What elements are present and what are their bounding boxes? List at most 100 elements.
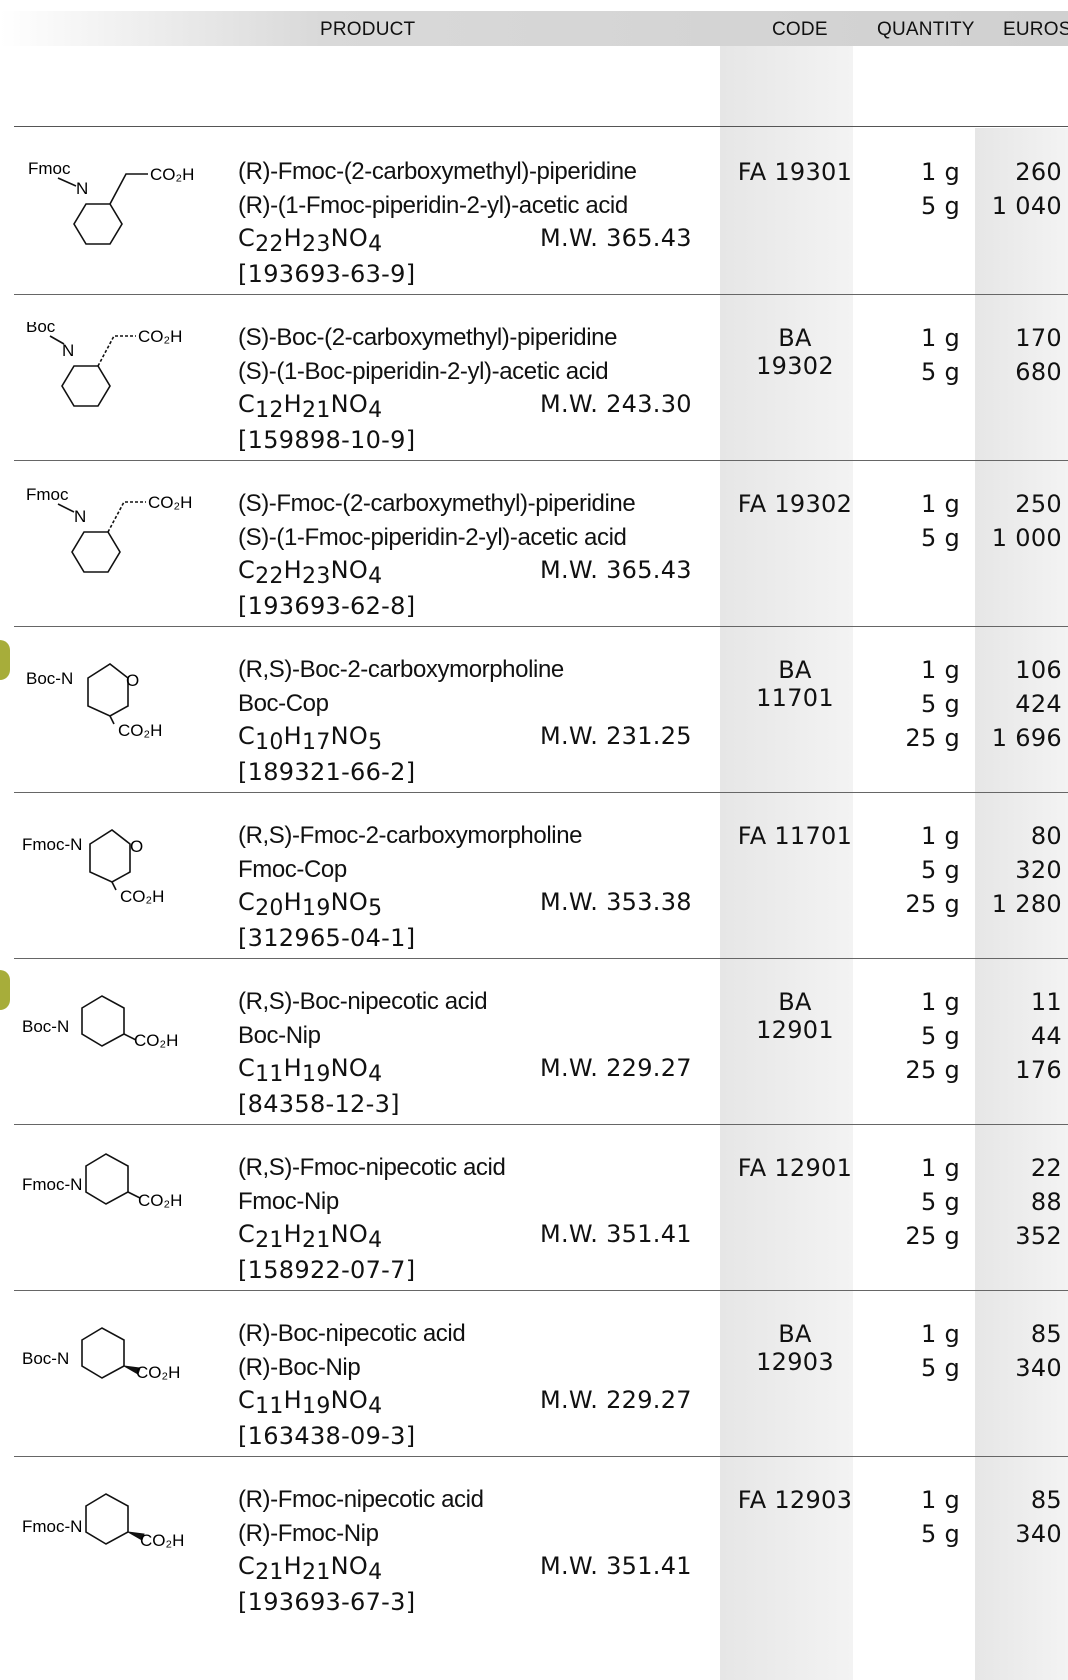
chemical-structure: Fmoc-N CO₂H: [22, 1153, 182, 1210]
product-code: FA 12901: [737, 1154, 853, 1182]
product-code: BA 12903: [756, 1320, 834, 1376]
molecular-weight: M.W. 243.30: [540, 390, 692, 418]
product-row: Fmoc-N CO₂H (R,S)-Fmoc-nipecotic acid Fm…: [14, 1124, 1068, 1291]
chemical-structure: Boc N CO₂H: [26, 322, 182, 407]
product-alt-name: Fmoc-Nip: [238, 1188, 339, 1215]
svg-text:CO₂H: CO₂H: [120, 887, 164, 906]
quantity-column: [853, 128, 975, 1680]
molecular-formula: C22H23NO4: [238, 556, 383, 589]
svg-text:Fmoc: Fmoc: [26, 488, 69, 504]
price: 176: [1015, 1056, 1062, 1084]
product-code: BA 12901: [756, 988, 834, 1044]
quantity: 5 g: [920, 1188, 960, 1216]
svg-text:O: O: [126, 671, 139, 690]
quantity: 1 g: [920, 490, 960, 518]
molecular-formula: C22H23NO4: [238, 224, 383, 257]
molecular-formula: C11H19NO4: [238, 1054, 383, 1087]
price: 11: [1030, 988, 1062, 1016]
price: 44: [1030, 1022, 1062, 1050]
table-header: PRODUCT CODE QUANTITY EUROS: [0, 11, 1068, 46]
svg-text:CO₂H: CO₂H: [118, 721, 162, 740]
molecular-formula: C21H21NO4: [238, 1552, 383, 1585]
quantity: 5 g: [920, 1022, 960, 1050]
header-quantity: QUANTITY: [877, 19, 975, 40]
product-row: Boc-N CO₂H (R)-Boc-nipecotic acid (R)-Bo…: [14, 1290, 1068, 1457]
quantity: 5 g: [920, 1354, 960, 1382]
molecular-weight: M.W. 353.38: [540, 888, 692, 916]
svg-text:N: N: [62, 341, 74, 360]
molecular-weight: M.W. 229.27: [540, 1386, 692, 1414]
molecular-weight: M.W. 351.41: [540, 1552, 692, 1580]
product-alt-name: (S)-(1-Fmoc-piperidin-2-yl)-acetic acid: [238, 524, 627, 551]
quantity: 1 g: [920, 988, 960, 1016]
svg-text:Boc-N: Boc-N: [22, 1017, 69, 1036]
chemical-structure: Fmoc N CO₂H: [28, 159, 194, 245]
price: 260: [1015, 158, 1062, 186]
svg-text:Boc-N: Boc-N: [22, 1349, 69, 1368]
quantity: 1 g: [920, 822, 960, 850]
quantity: 1 g: [920, 1486, 960, 1514]
chemical-structure: Boc-N CO₂H: [22, 1327, 180, 1382]
price: 680: [1015, 358, 1062, 386]
quantity: 1 g: [920, 1154, 960, 1182]
product-name: (S)-Fmoc-(2-carboxymethyl)-piperidine: [238, 490, 636, 517]
price: 424: [1015, 690, 1062, 718]
cas-number: [193693-63-9]: [238, 260, 416, 288]
cas-number: [193693-67-3]: [238, 1588, 416, 1616]
price: 80: [1030, 822, 1062, 850]
molecular-weight: M.W. 365.43: [540, 556, 692, 584]
product-alt-name: Boc-Nip: [238, 1022, 321, 1049]
product-alt-name: (R)-(1-Fmoc-piperidin-2-yl)-acetic acid: [238, 192, 628, 219]
product-name: (R,S)-Boc-2-carboxymorpholine: [238, 656, 564, 683]
product-alt-name: Fmoc-Cop: [238, 856, 347, 883]
quantity: 25 g: [905, 890, 960, 918]
quantity: 25 g: [905, 1222, 960, 1250]
product-name: (R)-Fmoc-(2-carboxymethyl)-piperidine: [238, 158, 637, 185]
molecular-weight: M.W. 365.43: [540, 224, 692, 252]
product-name: (R)-Boc-nipecotic acid: [238, 1320, 466, 1347]
cas-number: [159898-10-9]: [238, 426, 416, 454]
header-product: PRODUCT: [320, 19, 416, 40]
cas-number: [193693-62-8]: [238, 592, 416, 620]
section-side-tab: [0, 640, 10, 680]
product-row: Boc-N CO₂H (R,S)-Boc-nipecotic acid Boc-…: [0, 958, 1068, 1125]
chemical-structure: Boc-N CO₂H: [22, 995, 178, 1050]
cas-number: [189321-66-2]: [238, 758, 416, 786]
price: 22: [1030, 1154, 1062, 1182]
price: 88: [1030, 1188, 1062, 1216]
price: 170: [1015, 324, 1062, 352]
product-name: (S)-Boc-(2-carboxymethyl)-piperidine: [238, 324, 618, 351]
quantity: 1 g: [920, 1320, 960, 1348]
product-name: (R)-Fmoc-nipecotic acid: [238, 1486, 484, 1513]
product-row: Fmoc-N CO₂H (R)-Fmoc-nipecotic acid (R)-…: [14, 1456, 1068, 1622]
svg-text:Fmoc-N: Fmoc-N: [22, 1175, 82, 1194]
product-name: (R,S)-Fmoc-nipecotic acid: [238, 1154, 506, 1181]
product-alt-name: (R)-Boc-Nip: [238, 1354, 361, 1381]
svg-text:Fmoc-N: Fmoc-N: [22, 835, 82, 854]
quantity: 5 g: [920, 192, 960, 220]
quantity: 25 g: [905, 724, 960, 752]
molecular-weight: M.W. 231.25: [540, 722, 692, 750]
product-row: Boc N CO₂H (S)-Boc-(2-carboxymethyl)-pip…: [14, 294, 1068, 461]
svg-text:CO₂H: CO₂H: [138, 327, 182, 346]
svg-text:N: N: [74, 507, 86, 526]
product-row: Fmoc-N O CO₂H (R,S)-Fmoc-2-carboxymorpho…: [14, 792, 1068, 959]
chemical-structure: Fmoc-N O CO₂H: [22, 829, 164, 906]
molecular-formula: C10H17NO5: [238, 722, 383, 755]
svg-text:O: O: [130, 837, 143, 856]
quantity: 5 g: [920, 524, 960, 552]
euros-column-shade: [975, 128, 1068, 1680]
quantity: 1 g: [920, 324, 960, 352]
price: 340: [1015, 1354, 1062, 1382]
product-code: FA 19301: [737, 158, 853, 186]
quantity: 5 g: [920, 856, 960, 884]
price: 1 280: [991, 890, 1062, 918]
table-top-rule: [14, 126, 1068, 127]
price: 85: [1030, 1320, 1062, 1348]
product-alt-name: Boc-Cop: [238, 690, 329, 717]
price: 106: [1015, 656, 1062, 684]
price: 1 040: [991, 192, 1062, 220]
svg-text:Boc-N: Boc-N: [26, 669, 73, 688]
product-code: FA 11701: [737, 822, 853, 850]
molecular-formula: C12H21NO4: [238, 390, 383, 423]
